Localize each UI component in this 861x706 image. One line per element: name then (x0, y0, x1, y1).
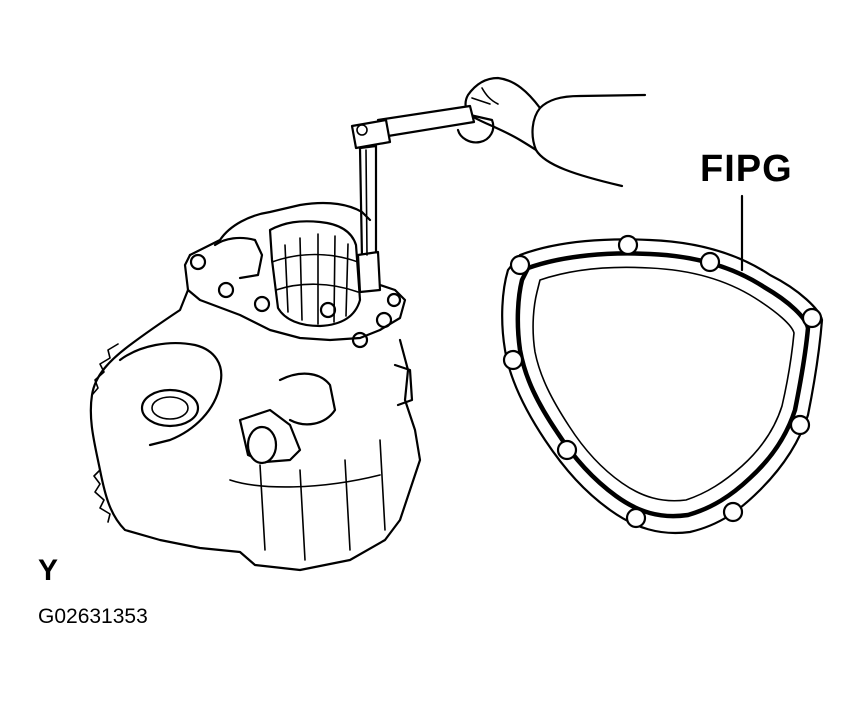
fipg-callout-label: FIPG (700, 148, 793, 190)
socket-wrench-illustration (350, 104, 476, 294)
figure-code-label: G02631353 (38, 605, 148, 628)
fipg-gasket-outline (501, 194, 824, 535)
view-marker-label: Y (38, 554, 59, 587)
transaxle-housing-illustration (89, 201, 422, 572)
hand-illustration (456, 76, 647, 188)
